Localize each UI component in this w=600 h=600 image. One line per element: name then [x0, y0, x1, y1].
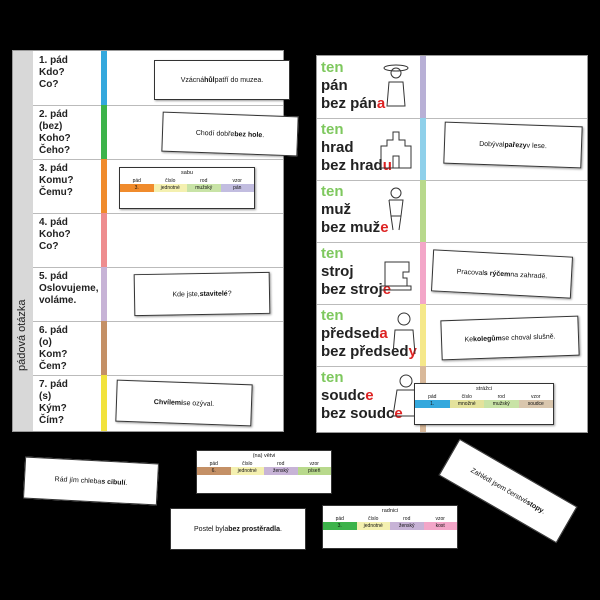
case-question: 2. pád (bez) Koho? Čeho?: [39, 109, 71, 156]
color-strip: [420, 180, 426, 242]
case-color-strip: [101, 321, 107, 375]
noun: stroj: [321, 263, 354, 280]
left-worksheet: pádová otázka 1. pád Kdo? Co? 2. pád (be…: [12, 50, 284, 432]
case-question: 1. pád Kdo? Co?: [39, 55, 68, 90]
castle-icon: [380, 131, 412, 169]
case-question: 5. pád Oslovujeme, voláme.: [39, 271, 99, 306]
sentence-card[interactable]: Rád jím chleba s cibulí.: [22, 456, 160, 506]
case-color-strip: [101, 159, 107, 213]
sentence-card[interactable]: Pracoval s rýčem na zahradě.: [430, 249, 574, 299]
sentence-card[interactable]: Postel byla bez prostěradla.: [170, 508, 306, 550]
case-row-7[interactable]: 7. pád (s) Kým? Čím?: [33, 375, 283, 431]
noun: předsed: [321, 325, 380, 342]
case-color-strip: [101, 213, 107, 267]
ending: u: [382, 157, 392, 174]
case-row-6[interactable]: 6. pád (o) Kom? Čem?: [33, 321, 283, 376]
case-question: 6. pád (o) Kom? Čem?: [39, 325, 68, 372]
sentence-card[interactable]: Chvílemi se ozýval.: [115, 379, 253, 427]
case-color-strip: [101, 105, 107, 159]
case-question: 4. pád Koho? Co?: [39, 217, 71, 252]
chairman-icon: [392, 312, 416, 355]
ending: e: [365, 387, 374, 404]
demonstrative: ten: [321, 59, 344, 76]
noun-genitive: bez pán: [321, 95, 377, 112]
color-strip: [420, 56, 426, 118]
case-row-3[interactable]: 3. pád Komu? Čemu?: [33, 159, 283, 214]
sentence-card[interactable]: Chodí dobře bez hole.: [161, 111, 299, 157]
demonstrative: ten: [321, 307, 344, 324]
case-row-2[interactable]: 2. pád (bez) Koho? Čeho?: [33, 105, 283, 160]
sentence-card[interactable]: Zahlédl jsem čerstvé stopy.: [438, 438, 578, 544]
noun: pán: [321, 77, 348, 94]
noun-genitive: bez muž: [321, 219, 381, 236]
side-label: pádová otázka: [16, 299, 28, 371]
case-color-strip: [101, 375, 107, 431]
noun: muž: [321, 201, 351, 218]
ending: e: [380, 219, 389, 236]
sentence-card[interactable]: Vzácná hůl patří do muzea.: [154, 60, 290, 100]
noun: soudc: [321, 387, 366, 404]
color-strip: [420, 304, 426, 366]
noun-genitive: bez hrad: [321, 157, 383, 174]
demonstrative: ten: [321, 183, 344, 200]
side-label-bar: pádová otázka: [13, 51, 33, 431]
case-row-5[interactable]: 5. pád Oslovujeme, voláme.: [33, 267, 283, 322]
noun: hrad: [321, 139, 354, 156]
ending: a: [379, 325, 388, 342]
noun-genitive: bez stroj: [321, 281, 383, 298]
case-row-1[interactable]: 1. pád Kdo? Co?: [33, 51, 283, 106]
noun-genitive: bez soudc: [321, 405, 395, 422]
noun-genitive: bez předsed: [321, 343, 409, 360]
case-row-4[interactable]: 4. pád Koho? Co?: [33, 213, 283, 268]
case-question: 7. pád (s) Kým? Čím?: [39, 379, 68, 426]
sewing-machine-icon: [380, 261, 412, 291]
man-with-hat-icon: [383, 64, 409, 107]
ending: e: [394, 405, 403, 422]
demonstrative: ten: [321, 369, 344, 386]
demonstrative: ten: [321, 121, 344, 138]
ending: y: [408, 343, 417, 360]
sentence-card[interactable]: Kde jste, stavitelé?: [133, 271, 271, 317]
color-strip: [420, 242, 426, 304]
man-standing-icon: [388, 187, 404, 231]
ending: a: [376, 95, 386, 112]
case-color-strip: [101, 51, 107, 105]
case-color-strip: [101, 267, 107, 321]
color-strip: [420, 118, 426, 180]
case-question: 3. pád Komu? Čemu?: [39, 163, 74, 198]
sentence-card[interactable]: Dobýval pařezy v lese.: [443, 121, 583, 169]
sentence-card[interactable]: Ke kolegům se choval slušně.: [440, 315, 580, 361]
demonstrative: ten: [321, 245, 344, 262]
